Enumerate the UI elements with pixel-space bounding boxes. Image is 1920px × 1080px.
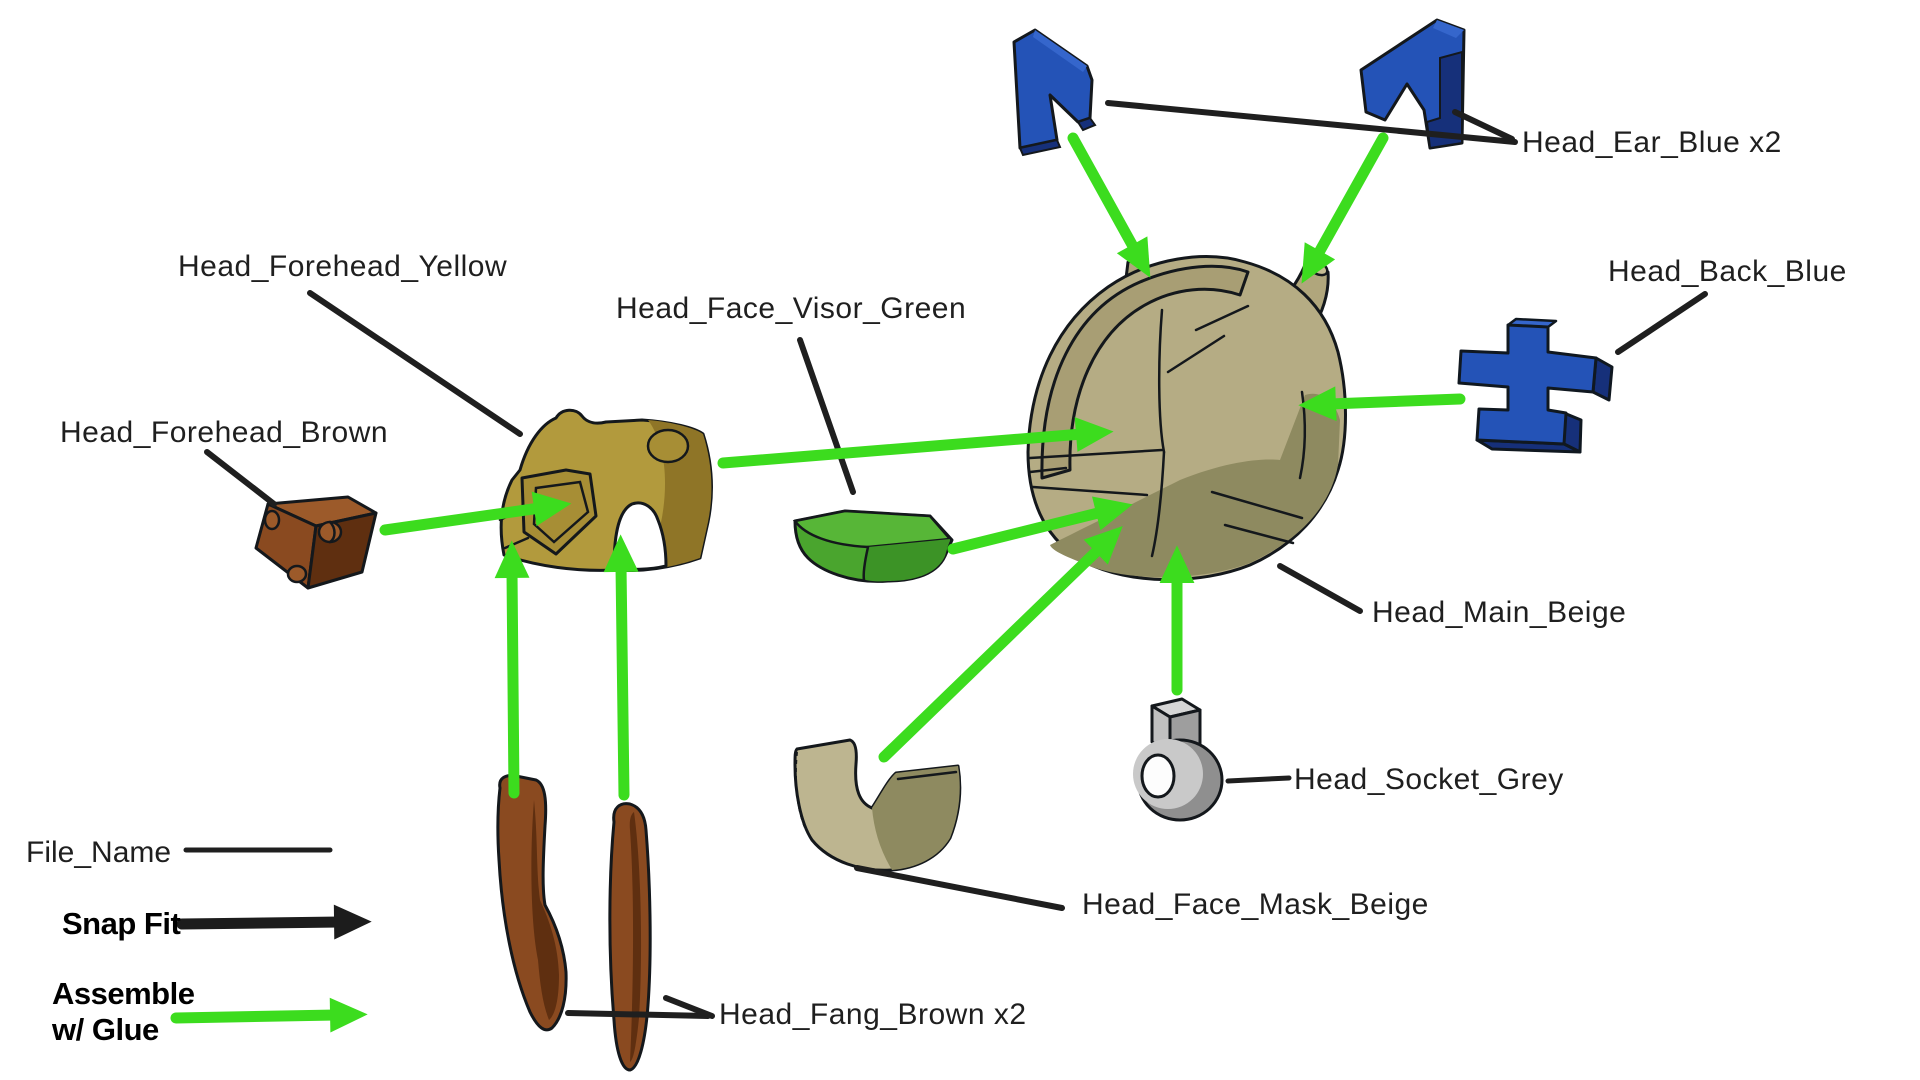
legend-glue-label-line1: Assemble (52, 976, 195, 1011)
leader-ear-long (1105, 100, 1518, 145)
part-head-forehead-brown-shape (254, 495, 378, 590)
leader-mask (854, 865, 1065, 911)
part-head-back-blue-shape (1457, 317, 1614, 454)
label-head-fang-brown: Head_Fang_Brown x2 (719, 998, 1027, 1031)
label-head-main-beige: Head_Main_Beige (1372, 596, 1627, 629)
leader-visor (797, 337, 856, 495)
label-head-forehead-yellow: Head_Forehead_Yellow (178, 250, 508, 283)
leader-ear-short (1452, 109, 1515, 142)
glue-arrow-brown-to-yellow (379, 491, 572, 536)
leader-socket (1225, 775, 1292, 784)
glue-arrow-mask-to-head (878, 525, 1123, 763)
glue-arrow-fang-left (494, 540, 530, 799)
part-head-ear-left-shape (1012, 28, 1097, 157)
legend-glue-label-line2: w/ Glue (52, 1012, 159, 1047)
glue-arrow-yellow-to-head (717, 417, 1114, 469)
glue-arrow-ear-right (1301, 132, 1389, 284)
legend-glue-arrow (170, 997, 368, 1033)
glue-arrow-visor-to-head (947, 496, 1133, 555)
glue-arrow-fang-right (603, 534, 639, 801)
part-head-forehead-yellow-shape (498, 408, 713, 572)
label-head-socket-grey: Head_Socket_Grey (1294, 763, 1564, 796)
legend-graphics (170, 847, 372, 1033)
part-head-ear-right-shape (1359, 18, 1466, 150)
part-head-socket-shape (1133, 697, 1224, 822)
leader-fang-a (565, 1010, 711, 1019)
leader-forehead-yellow (307, 290, 523, 437)
part-head-face-visor-shape (792, 509, 954, 583)
glue-arrows (379, 132, 1466, 801)
leader-main-beige (1277, 563, 1363, 614)
label-head-face-visor-green: Head_Face_Visor_Green (616, 292, 967, 325)
part-head-fang-right-shape (608, 802, 652, 1072)
label-head-back-blue: Head_Back_Blue (1608, 255, 1847, 288)
label-head-face-mask-beige: Head_Face_Mask_Beige (1082, 888, 1429, 921)
leader-lines (204, 100, 1708, 1019)
legend-file-name-label: File_Name (26, 836, 172, 869)
leader-back-blue (1615, 291, 1708, 355)
legend-snap-fit-arrow (176, 904, 372, 940)
glue-arrow-back-to-head (1298, 386, 1466, 422)
part-head-main-shape (1026, 255, 1347, 582)
legend-snap-fit-label: Snap Fit (62, 906, 181, 941)
leader-fang-b (663, 995, 715, 1019)
label-head-ear-blue: Head_Ear_Blue x2 (1522, 126, 1782, 159)
glue-arrow-ear-left (1067, 132, 1151, 278)
part-head-fang-left-shape (496, 774, 568, 1032)
label-head-forehead-brown: Head_Forehead_Brown (60, 416, 389, 449)
part-head-face-mask-shape (793, 738, 962, 872)
leader-forehead-brown (204, 449, 277, 507)
